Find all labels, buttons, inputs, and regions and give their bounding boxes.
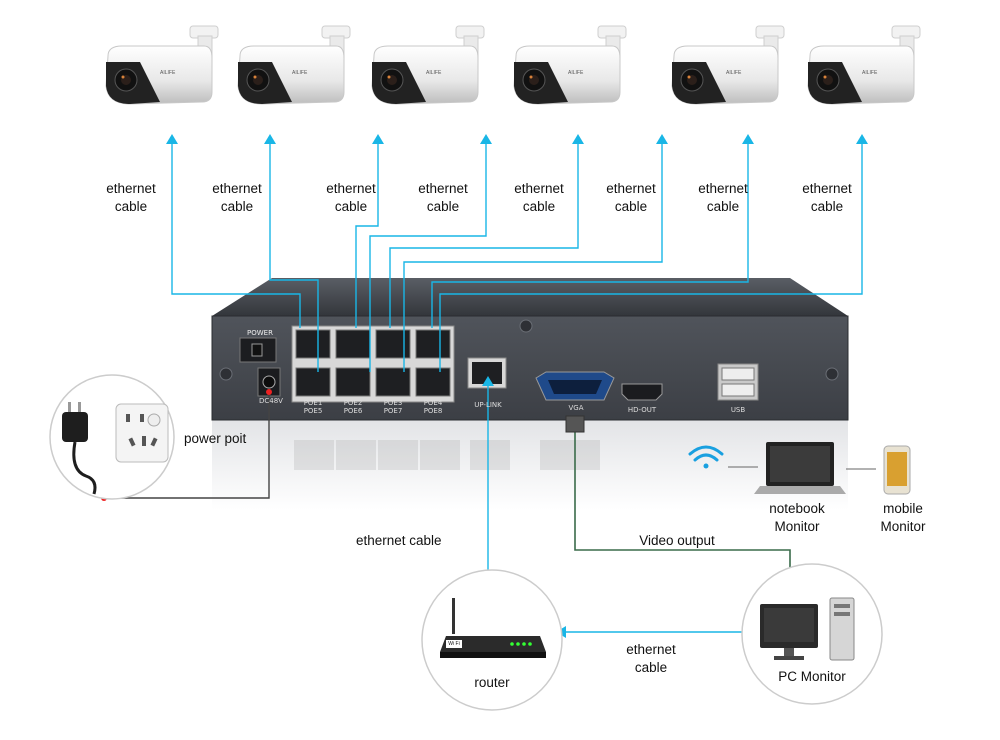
- nvr-reflection-ports: [294, 440, 600, 470]
- camera-cables: [171, 144, 863, 372]
- svg-text:AILIFE: AILIFE: [862, 70, 878, 76]
- video-output-label: Video output: [639, 533, 715, 548]
- power-switch-label: POWER: [247, 329, 273, 337]
- svg-text:AILIFE: AILIFE: [292, 70, 308, 76]
- cable-arrowheads: [166, 134, 868, 144]
- camera-4: AILIFE: [513, 25, 627, 105]
- mobile-icon: [883, 445, 911, 495]
- camera-2: AILIFE: [237, 25, 351, 105]
- vga-port-label: VGA: [568, 404, 584, 412]
- notebook-icon: [754, 442, 846, 494]
- svg-text:AILIFE: AILIFE: [426, 70, 442, 76]
- power-cable: [104, 392, 270, 499]
- power-adapter-icon: [62, 402, 97, 495]
- svg-text:AILIFE: AILIFE: [726, 70, 742, 76]
- camera-1: AILIFE: [105, 25, 219, 105]
- dc-input-label: DC48V: [259, 397, 283, 405]
- router-wifi-badge: Wi Fi: [448, 641, 460, 647]
- router-label: router: [474, 675, 510, 690]
- camera-6: AILIFE: [807, 25, 921, 105]
- nvr-reflection: [212, 420, 848, 510]
- uplink-cable-label: ethernet cable: [356, 533, 442, 548]
- power-point-label: power poit: [184, 431, 247, 446]
- pc-monitor-label: PC Monitor: [778, 669, 846, 684]
- camera-5: AILIFE: [671, 25, 785, 105]
- uplink-port-label: UP-LINK: [474, 401, 502, 409]
- svg-text:AILIFE: AILIFE: [568, 70, 584, 76]
- svg-text:AILIFE: AILIFE: [160, 70, 176, 76]
- camera-3: AILIFE: [371, 25, 485, 105]
- router-icon: [440, 598, 546, 658]
- wifi-icon: [688, 445, 724, 469]
- pc-monitor-icon: [760, 597, 855, 661]
- hdmi-port-label: HD-OUT: [627, 406, 657, 414]
- wall-socket-icon: [115, 403, 169, 463]
- usb-port-label: USB: [730, 406, 746, 414]
